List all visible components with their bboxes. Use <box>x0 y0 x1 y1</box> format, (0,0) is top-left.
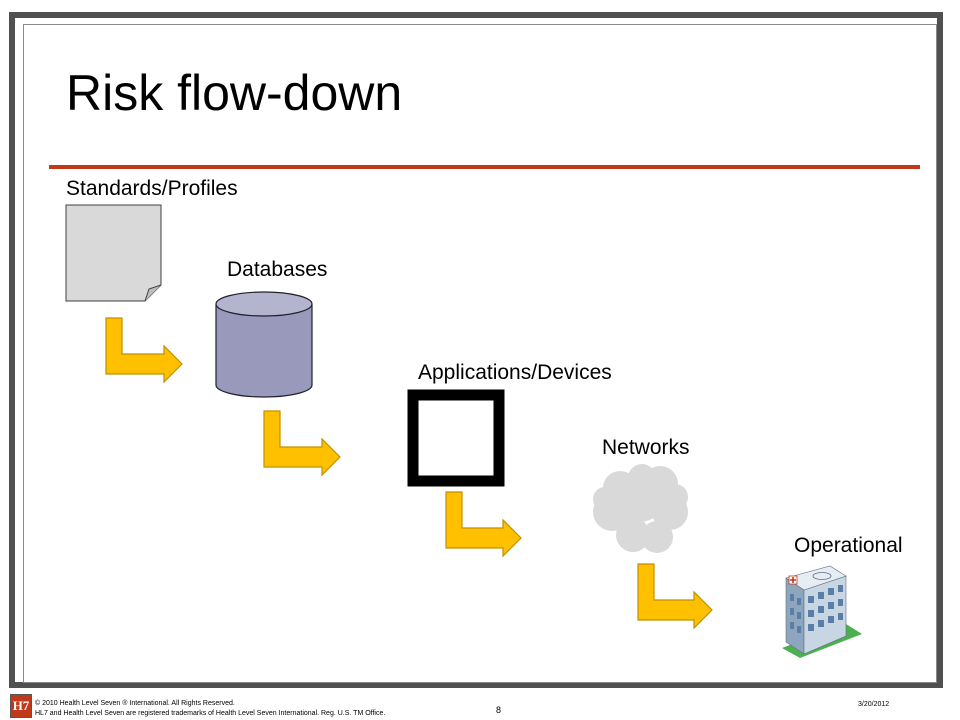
stage-label-networks: Networks <box>602 436 690 459</box>
slide-title: Risk flow-down <box>66 65 403 121</box>
stage-label-standards: Standards/Profiles <box>66 177 238 200</box>
flow-arrow-1 <box>105 317 183 384</box>
slide-inner-frame <box>23 24 937 683</box>
title-underline <box>49 165 920 169</box>
hospital-icon <box>782 565 862 658</box>
flow-arrow-2 <box>263 410 341 477</box>
stage-label-databases: Databases <box>227 258 328 281</box>
slide-outer-frame <box>9 12 943 688</box>
footer-page-number: 8 <box>496 705 502 715</box>
footer-copyright-line2: HL7 and Health Level Seven are registere… <box>35 710 386 717</box>
database-icon <box>215 291 313 398</box>
flow-arrow-3 <box>445 491 522 558</box>
stage-label-operational: Operational <box>794 534 903 557</box>
hl7-logo-icon: H7 <box>10 694 32 718</box>
footer-date: 3/20/2012 <box>858 701 890 708</box>
flow-arrow-4 <box>637 563 713 630</box>
footer-copyright-line1: © 2010 Health Level Seven ® Internationa… <box>35 700 235 707</box>
document-icon <box>65 204 162 302</box>
application-icon <box>407 389 505 487</box>
cloud-icon <box>593 464 688 553</box>
stage-label-applications: Applications/Devices <box>418 361 612 384</box>
